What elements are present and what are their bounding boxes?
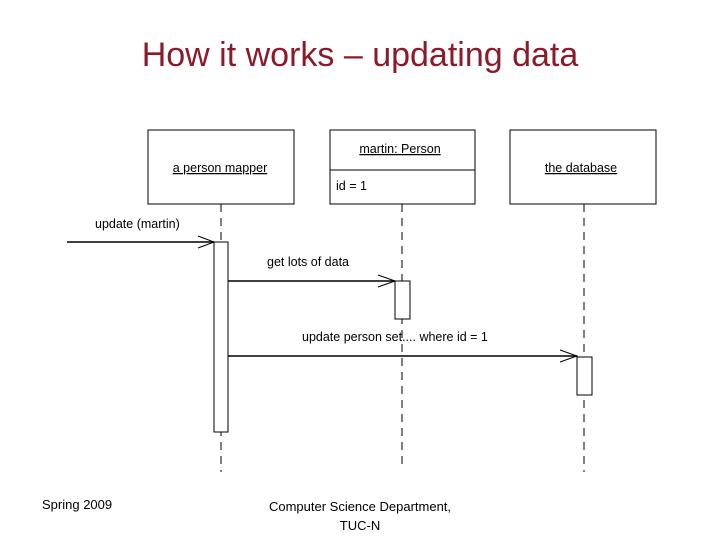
participant-label: the database (545, 161, 617, 175)
message-update-person-set: update person set.... where id = 1 (228, 330, 579, 363)
message-label: update person set.... where id = 1 (302, 330, 488, 344)
arrowhead (559, 349, 579, 363)
participant-database: the database (509, 129, 657, 205)
footer-department-line1: Computer Science Department, (268, 499, 452, 514)
activation-database (576, 356, 593, 396)
arrowhead (197, 235, 216, 249)
message-update-martin: update (martin) (67, 217, 216, 249)
participant-box (147, 129, 295, 205)
activation-martin (394, 280, 411, 320)
participant-label: a person mapper (173, 161, 268, 175)
participant-martin: martin: Person id = 1 (329, 129, 476, 205)
message-label: get lots of data (267, 255, 349, 269)
participant-label: martin: Person (359, 142, 440, 156)
footer-department-line2: TUC-N (339, 518, 381, 533)
participant-box (329, 129, 476, 205)
message-get-lots-of-data: get lots of data (228, 255, 397, 288)
footer-department: Computer Science Department, TUC-N (240, 497, 480, 535)
participant-attribute: id = 1 (336, 179, 367, 193)
footer-date: Spring 2009 (42, 497, 113, 512)
participant-person-mapper: a person mapper (147, 129, 295, 205)
slide-title: How it works – updating data (141, 36, 579, 74)
activation-person-mapper (213, 241, 229, 433)
message-label: update (martin) (95, 217, 180, 231)
participant-box (509, 129, 657, 205)
arrowhead (377, 274, 397, 288)
